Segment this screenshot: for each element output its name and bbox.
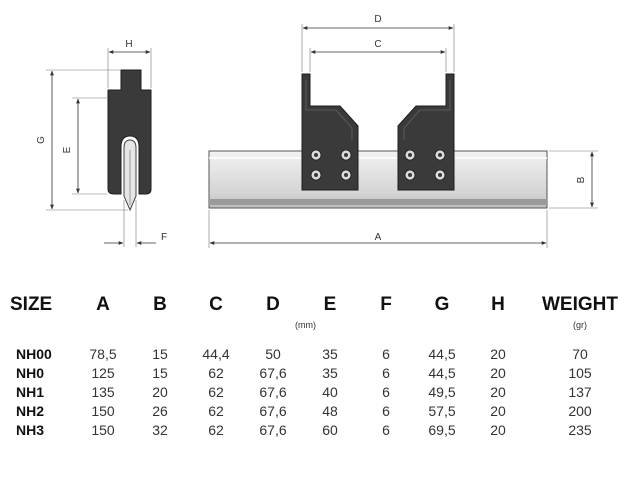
header-c: C: [209, 294, 223, 315]
cell-weight: 105: [568, 364, 592, 381]
cell-a: 135: [91, 383, 115, 400]
cell-e: 40: [322, 383, 338, 400]
cell-e: 35: [322, 345, 338, 362]
cell-b: 20: [152, 383, 168, 400]
header-size: SIZE: [10, 294, 53, 315]
cell-g: 44,5: [428, 345, 456, 362]
header-f: F: [380, 294, 392, 315]
cell-weight: 137: [568, 383, 592, 400]
cell-g: 44,5: [428, 364, 456, 381]
header-g: G: [434, 294, 450, 315]
front-view-clamp-left: [301, 73, 359, 191]
header-h: H: [491, 294, 505, 315]
table-row: NH1 135 20 62 67,6 40 6 49,5 20 137: [4, 382, 634, 401]
header-weight: WEIGHT: [542, 294, 618, 315]
cell-a: 150: [91, 421, 115, 438]
spec-table-header-row: SIZE A B C D E F G H WEIGHT: [4, 290, 634, 320]
dim-h-label: H: [125, 39, 132, 50]
cell-size: NH3: [16, 421, 45, 438]
cell-d: 50: [265, 345, 281, 362]
cell-b: 15: [152, 364, 168, 381]
cell-d: 67,6: [259, 364, 287, 381]
table-row: NH00 78,5 15 44,4 50 35 6 44,5 20 70: [4, 344, 634, 363]
cell-f: 6: [382, 421, 390, 438]
cell-weight: 200: [568, 402, 592, 419]
cell-size: NH1: [16, 383, 45, 400]
cell-g: 57,5: [428, 402, 456, 419]
cell-f: 6: [382, 383, 390, 400]
cell-e: 60: [322, 421, 338, 438]
cell-size: NH00: [16, 345, 52, 362]
cell-h: 20: [490, 402, 506, 419]
side-view: H G E F: [36, 39, 167, 247]
cell-b: 26: [152, 402, 168, 419]
cell-a: 78,5: [89, 345, 117, 362]
dim-b-label: B: [576, 176, 587, 183]
units-mm: (mm): [295, 320, 316, 330]
cell-size: NH2: [16, 402, 45, 419]
cell-d: 67,6: [259, 402, 287, 419]
cell-weight: 70: [572, 345, 588, 362]
cell-e: 48: [322, 402, 338, 419]
table-row: NH3 150 32 62 67,6 60 6 69,5 20 235: [4, 420, 634, 439]
spec-table-units-row: (mm) (gr): [4, 320, 634, 344]
cell-b: 15: [152, 345, 168, 362]
front-view-rail: [208, 150, 548, 209]
cell-h: 20: [490, 364, 506, 381]
table-row: NH0 125 15 62 67,6 35 6 44,5 20 105: [4, 363, 634, 382]
cell-c: 62: [208, 383, 224, 400]
dim-d-label: D: [374, 14, 381, 25]
front-view: D C A B: [208, 14, 598, 248]
cell-g: 49,5: [428, 383, 456, 400]
cell-g: 69,5: [428, 421, 456, 438]
cell-b: 32: [152, 421, 168, 438]
table-row: NH2 150 26 62 67,6 48 6 57,5 20 200: [4, 401, 634, 420]
dim-c-label: C: [374, 39, 381, 50]
dim-e-label: E: [62, 146, 73, 153]
cell-c: 62: [208, 364, 224, 381]
cell-a: 125: [91, 364, 115, 381]
front-view-clamp-right: [397, 73, 455, 191]
cell-f: 6: [382, 402, 390, 419]
cell-f: 6: [382, 364, 390, 381]
cell-size: NH0: [16, 364, 45, 381]
cell-c: 62: [208, 402, 224, 419]
cell-d: 67,6: [259, 421, 287, 438]
cell-c: 62: [208, 421, 224, 438]
side-view-body: [107, 69, 152, 195]
cell-f: 6: [382, 345, 390, 362]
units-gr: (gr): [573, 320, 587, 330]
cell-h: 20: [490, 345, 506, 362]
spec-table: SIZE A B C D E F G H WEIGHT (mm) (gr) NH…: [4, 290, 634, 439]
header-e: E: [323, 294, 337, 315]
dim-f-label: F: [161, 232, 167, 243]
dim-g-label: G: [36, 136, 47, 144]
header-a: A: [96, 294, 110, 315]
technical-drawing: H G E F: [36, 14, 598, 248]
cell-a: 150: [91, 402, 115, 419]
cell-h: 20: [490, 421, 506, 438]
dim-a-label: A: [375, 232, 382, 243]
cell-e: 35: [322, 364, 338, 381]
cell-d: 67,6: [259, 383, 287, 400]
cell-c: 44,4: [202, 345, 230, 362]
header-b: B: [153, 294, 167, 315]
header-d: D: [266, 294, 280, 315]
cell-weight: 235: [568, 421, 592, 438]
cell-h: 20: [490, 383, 506, 400]
